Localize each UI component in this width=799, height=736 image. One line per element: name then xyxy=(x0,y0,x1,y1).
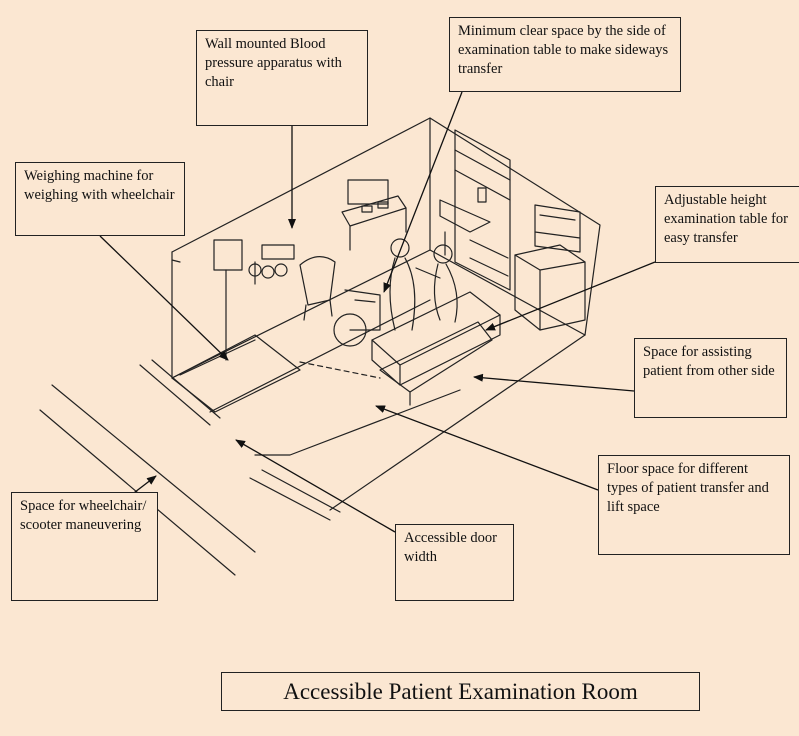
bp-apparatus xyxy=(248,244,295,285)
wall-cabinet xyxy=(534,204,581,253)
visitor-chair xyxy=(299,256,336,321)
arrow-door xyxy=(235,439,396,533)
label-blood-pressure: Wall mounted Blood pressure apparatus wi… xyxy=(196,30,368,126)
label-wheelchair-space: Space for wheelchair/ scooter maneuverin… xyxy=(11,492,158,601)
label-door-width: Accessible door width xyxy=(395,524,514,601)
label-floor-space: Floor space for different types of patie… xyxy=(598,455,790,555)
sink-cabinet xyxy=(439,129,511,291)
arrow-exam-table xyxy=(485,261,656,331)
diagram-title: Accessible Patient Examination Room xyxy=(221,672,700,711)
side-cupboard xyxy=(514,244,586,331)
arrow-weighing xyxy=(99,235,229,361)
weighing-platform xyxy=(171,239,301,413)
label-weighing-machine: Weighing machine for weighing with wheel… xyxy=(15,162,185,236)
examination-table xyxy=(371,291,501,406)
arrow-assisting xyxy=(473,373,635,392)
label-assisting-space: Space for assisting patient from other s… xyxy=(634,338,787,418)
wheelchair xyxy=(333,289,381,347)
room-walls xyxy=(171,117,601,511)
desk-monitor xyxy=(341,179,407,251)
label-clear-space: Minimum clear space by the side of exami… xyxy=(449,17,681,92)
arrow-clear-space xyxy=(383,91,463,293)
label-exam-table: Adjustable height examination table for … xyxy=(655,186,799,263)
arrow-floor-space xyxy=(375,405,599,491)
transfer-path xyxy=(299,361,381,379)
